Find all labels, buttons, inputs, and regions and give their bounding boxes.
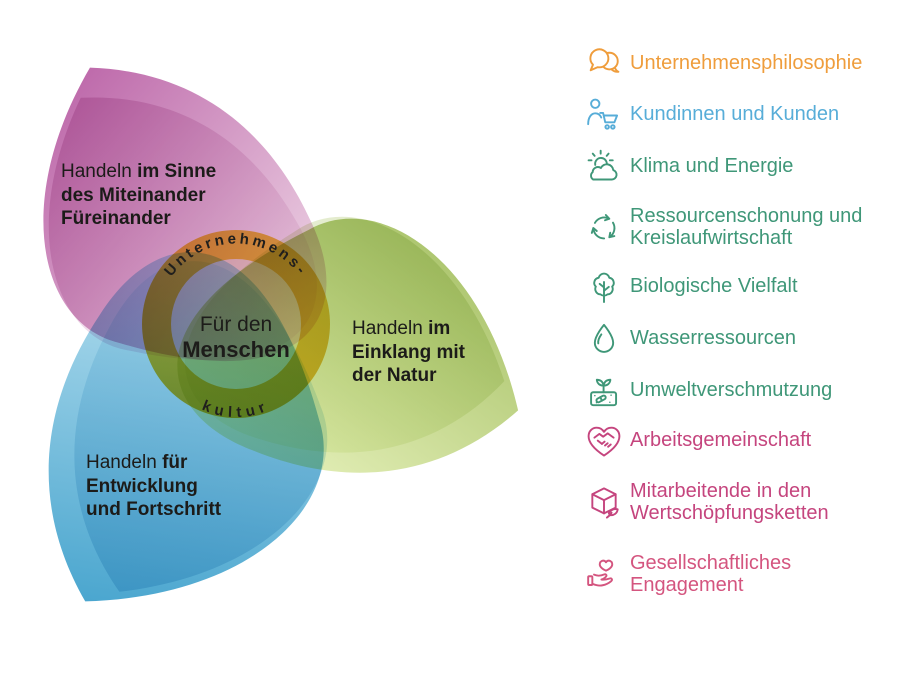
petal-text-bold: des Miteinander bbox=[61, 184, 206, 206]
flower-diagram: Unternehmens- kultur Für den Menschen bbox=[43, 67, 519, 602]
hand-heart-icon bbox=[584, 555, 630, 595]
legend-item-wasserressourcen: Wasserressourcen bbox=[584, 319, 870, 359]
legend-item-mitarbeitende: Mitarbeitende in den Wertschöpfungskette… bbox=[584, 480, 870, 524]
legend-label: Wasserressourcen bbox=[630, 327, 796, 350]
handshake-heart-icon bbox=[584, 421, 630, 461]
center-label-line1: Für den bbox=[200, 313, 272, 336]
petal-label-miteinander: Handeln im Sinne des Miteinander Füreina… bbox=[61, 160, 216, 231]
legend-label: Umweltverschmutzung bbox=[630, 379, 833, 402]
legend-label: Mitarbeitende in den Wertschöpfungskette… bbox=[630, 480, 829, 524]
legend-label: Arbeitsgemeinschaft bbox=[630, 429, 812, 452]
petal-label-natur: Handeln im Einklang mit der Natur bbox=[352, 317, 465, 388]
legend-item-arbeitsgemeinschaft: Arbeitsgemeinschaft bbox=[584, 421, 870, 461]
petal-natur bbox=[177, 216, 519, 473]
legend-label: Ressourcenschonung und Kreislaufwirtscha… bbox=[630, 205, 863, 249]
sun-cloud-icon bbox=[584, 147, 630, 187]
petal-text: Handeln bbox=[352, 318, 429, 339]
petal-text: Handeln bbox=[61, 161, 138, 182]
petal-text-bold: und Fortschritt bbox=[86, 499, 222, 520]
petal-text-bold: Entwicklung bbox=[86, 475, 198, 497]
box-leaf-icon bbox=[584, 483, 630, 523]
petal-text-bold: der Natur bbox=[352, 365, 437, 386]
legend-item-ressourcenschonung: Ressourcenschonung und Kreislaufwirtscha… bbox=[584, 205, 870, 249]
legend-item-kundinnen-und-kunden: Kundinnen und Kunden bbox=[584, 95, 870, 135]
legend-label: Gesellschaftliches Engagement bbox=[630, 552, 792, 596]
legend-item-biologische-vielfalt: Biologische Vielfalt bbox=[584, 267, 870, 307]
legend-item-umweltverschmutzung: Umweltverschmutzung bbox=[584, 371, 870, 411]
water-drop-icon bbox=[584, 319, 630, 359]
recycle-arrows-icon bbox=[584, 208, 630, 248]
legend: Unternehmensphilosophie Kundinnen und Ku… bbox=[584, 44, 870, 596]
speech-bubbles-icon bbox=[584, 44, 630, 84]
petal-text-bold: für bbox=[162, 452, 188, 473]
legend-label: Klima und Energie bbox=[630, 155, 794, 178]
center-label-line2: Menschen bbox=[182, 337, 290, 362]
petal-text-bold: im Sinne bbox=[137, 161, 217, 182]
petal-text: Handeln bbox=[86, 452, 163, 473]
legend-label: Unternehmensphilosophie bbox=[630, 52, 863, 75]
customer-cart-icon bbox=[584, 95, 630, 135]
legend-label: Biologische Vielfalt bbox=[630, 275, 798, 298]
legend-item-klima-und-energie: Klima und Energie bbox=[584, 147, 870, 187]
soil-sprout-icon bbox=[584, 371, 630, 411]
petal-text-bold: Füreinander bbox=[61, 208, 171, 229]
tree-icon bbox=[584, 267, 630, 307]
petal-text-bold: Einklang mit bbox=[352, 341, 465, 363]
legend-label: Kundinnen und Kunden bbox=[630, 103, 840, 126]
legend-item-unternehmensphilosophie: Unternehmensphilosophie bbox=[584, 44, 870, 84]
petal-label-entwicklung: Handeln für Entwicklung und Fortschritt bbox=[86, 451, 221, 522]
petal-text-bold: im bbox=[428, 318, 451, 339]
legend-item-gesellschaftliches-engagement: Gesellschaftliches Engagement bbox=[584, 552, 870, 596]
